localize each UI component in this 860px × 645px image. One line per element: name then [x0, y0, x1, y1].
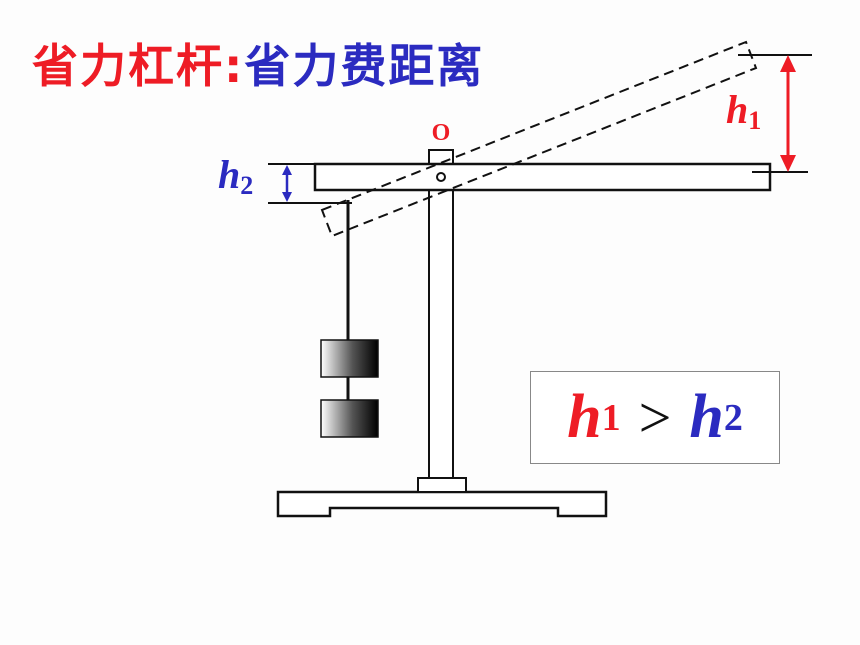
title-colon: :: [224, 39, 245, 93]
ineq-right-base: h: [689, 383, 724, 451]
ineq-left-sub: 1: [601, 396, 621, 439]
title-part2: 省力费距离: [244, 39, 485, 93]
h2-label: h2: [218, 152, 253, 200]
page-title: 省力杠杆:省力费距离: [32, 30, 484, 96]
ineq-left-base: h: [567, 383, 602, 451]
tilted-beam-dashed: [320, 40, 758, 238]
h1-label: h1: [726, 87, 761, 135]
stand-post: [428, 189, 454, 479]
weight-lower: [320, 399, 379, 438]
lever-beam: [313, 162, 772, 192]
pivot-label: O: [432, 120, 451, 146]
h2-arrow-head-up: [282, 165, 292, 175]
h2-arrow-head-down: [282, 192, 292, 202]
ineq-right-sub: 2: [723, 396, 743, 439]
h1-arrow-head-up: [780, 55, 796, 72]
title-part1: 省力杠杆: [32, 39, 224, 93]
pivot-point: [436, 172, 446, 182]
h1-arrow-head-down: [780, 155, 796, 172]
ineq-operator: >: [638, 385, 672, 450]
weight-upper: [320, 339, 379, 378]
stand-foot-block: [417, 477, 467, 493]
stand-base: [276, 490, 608, 518]
